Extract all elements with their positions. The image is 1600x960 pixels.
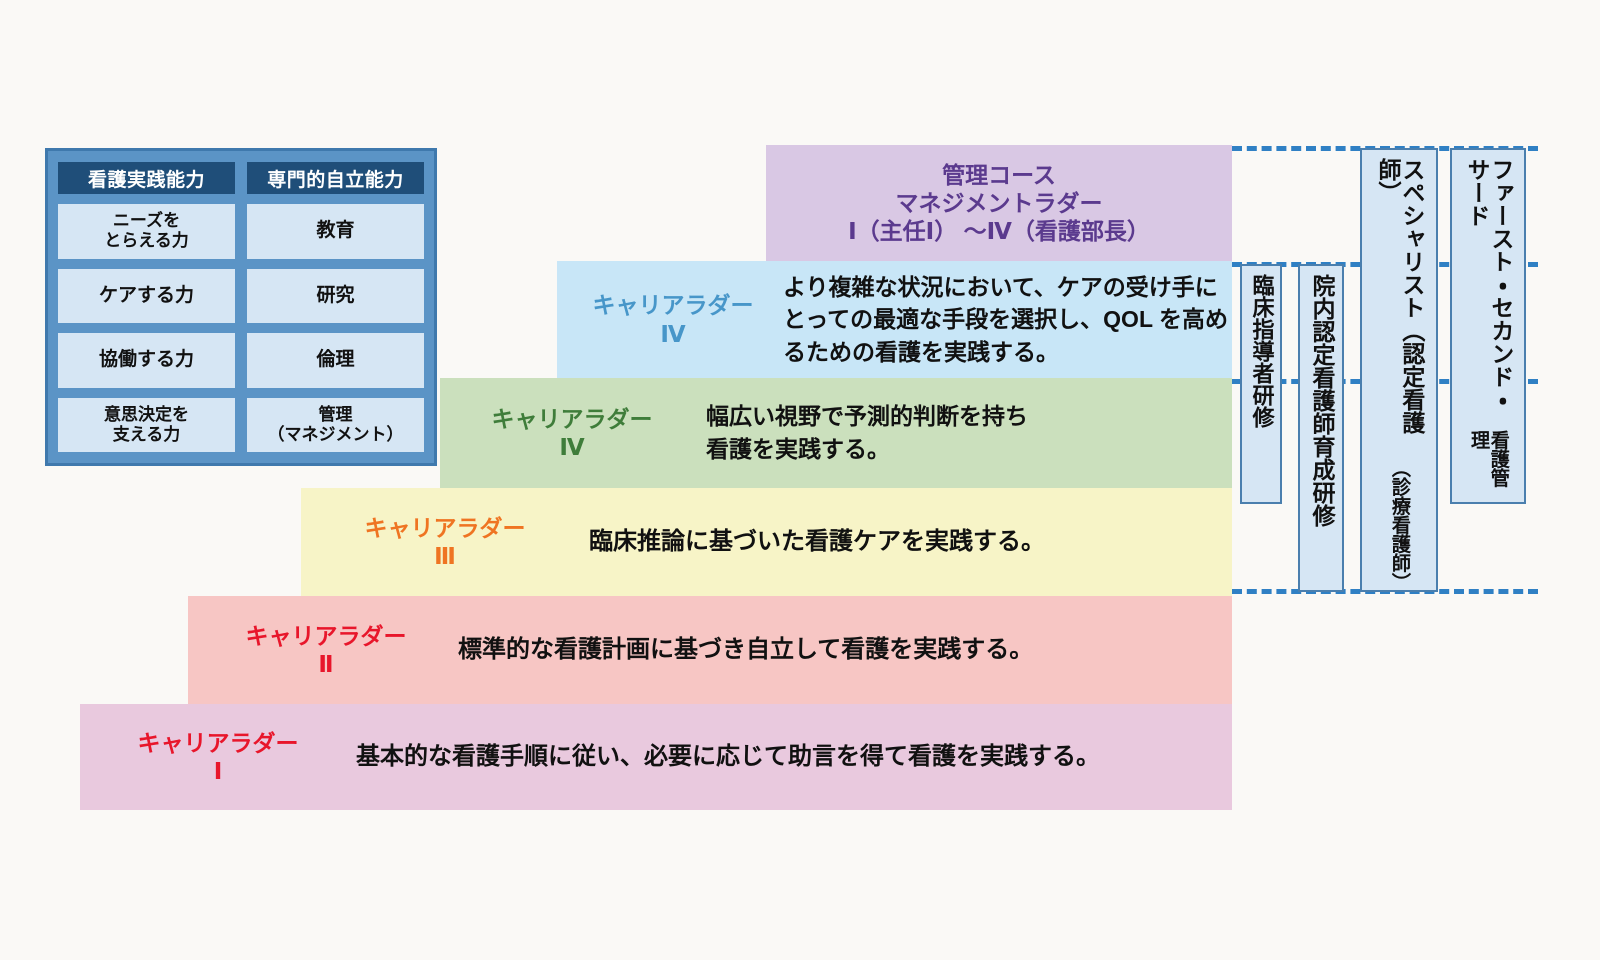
career-ladder-numeral: Ⅱ bbox=[318, 651, 334, 677]
competency-cell: 倫理 bbox=[247, 333, 424, 388]
career-ladder-step-5: キャリアラダー Ⅳ より複雑な状況において、ケアの受け手にとっての最適な手段を選… bbox=[557, 261, 1232, 378]
career-ladder-step-2: キャリアラダー Ⅱ 標準的な看護計画に基づき自立して看護を実践する。 bbox=[188, 596, 1232, 704]
competency-cell: ケアする力 bbox=[58, 268, 235, 323]
management-course-line1: 管理コース bbox=[942, 161, 1056, 188]
career-ladder-label-5: キャリアラダー Ⅳ bbox=[573, 291, 773, 347]
competency-cell: 教育 bbox=[247, 204, 424, 259]
in-house-certified-nurse-training-label: 院内認定看護師育成研修 bbox=[1308, 274, 1335, 527]
career-ladder-text: キャリアラダー bbox=[491, 405, 653, 432]
nursing-management-label: 看護管理 bbox=[1468, 429, 1509, 487]
management-course-line2: マネジメントラダー bbox=[895, 189, 1103, 216]
nursing-management-box: ファースト・セカンド・サード 看護管理 bbox=[1450, 148, 1526, 504]
career-ladder-label-3: キャリアラダー Ⅲ bbox=[329, 514, 561, 570]
career-ladder-label-2: キャリアラダー Ⅱ bbox=[210, 622, 442, 678]
competency-column-header: 看護実践能力 bbox=[58, 162, 235, 194]
career-ladder-numeral: Ⅰ bbox=[213, 758, 223, 784]
career-ladder-description-1: 基本的な看護手順に従い、必要に応じて助言を得て看護を実践する。 bbox=[356, 742, 1100, 770]
career-ladder-label-4: キャリアラダー Ⅳ bbox=[462, 405, 682, 461]
competency-cell: ニーズをとらえる力 bbox=[58, 204, 235, 259]
specialist-box: スペシャリスト（認定看護師） （診療看護師） bbox=[1360, 148, 1438, 592]
career-ladder-description-5: より複雑な状況において、ケアの受け手にとっての最適な手段を選択し、QOL を高め… bbox=[783, 273, 1228, 365]
management-course-line3: Ⅰ（主任Ⅰ） ～Ⅳ（看護部長） bbox=[848, 218, 1150, 245]
clinical-instructor-training-box: 臨床指導者研修 bbox=[1240, 264, 1282, 504]
specialist-sublabel: （診療看護師） bbox=[1388, 457, 1410, 592]
career-ladder-text: キャリアラダー bbox=[245, 622, 407, 649]
career-ladder-numeral: Ⅲ bbox=[434, 543, 456, 569]
competency-cell: 協働する力 bbox=[58, 333, 235, 388]
competency-panel: 看護実践能力 ニーズをとらえる力 ケアする力 協働する力 意思決定を支える力 専… bbox=[45, 148, 437, 466]
specialist-label: スペシャリスト（認定看護師） bbox=[1375, 158, 1425, 434]
career-ladder-text: キャリアラダー bbox=[137, 729, 299, 756]
management-course-block: 管理コース マネジメントラダー Ⅰ（主任Ⅰ） ～Ⅳ（看護部長） bbox=[766, 145, 1232, 261]
competency-cell: 意思決定を支える力 bbox=[58, 397, 235, 452]
career-ladder-description-2: 標準的な看護計画に基づき自立して看護を実践する。 bbox=[458, 635, 1034, 663]
career-ladder-numeral: Ⅳ bbox=[559, 434, 585, 460]
career-ladder-numeral: Ⅳ bbox=[660, 320, 686, 347]
career-ladder-text: キャリアラダー bbox=[592, 292, 754, 319]
competency-column-professional-autonomy: 専門的自立能力 教育 研究 倫理 管理（マネジメント） bbox=[247, 162, 424, 452]
competency-cell: 管理（マネジメント） bbox=[247, 397, 424, 452]
career-ladder-label-1: キャリアラダー Ⅰ bbox=[102, 729, 334, 785]
competency-cell: 研究 bbox=[247, 268, 424, 323]
nursing-management-course-label: ファースト・セカンド・サード bbox=[1464, 158, 1514, 411]
clinical-instructor-training-label: 臨床指導者研修 bbox=[1249, 274, 1275, 428]
career-ladder-step-1: キャリアラダー Ⅰ 基本的な看護手順に従い、必要に応じて助言を得て看護を実践する… bbox=[80, 704, 1232, 810]
career-ladder-step-4: キャリアラダー Ⅳ 幅広い視野で予測的判断を持ち看護を実践する。 bbox=[440, 378, 1232, 488]
in-house-certified-nurse-training-box: 院内認定看護師育成研修 bbox=[1298, 264, 1344, 592]
career-ladder-description-3: 臨床推論に基づいた看護ケアを実践する。 bbox=[589, 527, 1045, 555]
management-course-title: 管理コース マネジメントラダー Ⅰ（主任Ⅰ） ～Ⅳ（看護部長） bbox=[848, 161, 1150, 245]
competency-column-nursing-practice: 看護実践能力 ニーズをとらえる力 ケアする力 協働する力 意思決定を支える力 bbox=[58, 162, 235, 452]
career-ladder-step-3: キャリアラダー Ⅲ 臨床推論に基づいた看護ケアを実践する。 bbox=[301, 488, 1232, 596]
competency-column-header: 専門的自立能力 bbox=[247, 162, 424, 194]
career-ladder-description-4: 幅広い視野で予測的判断を持ち看護を実践する。 bbox=[706, 403, 1028, 462]
career-ladder-text: キャリアラダー bbox=[364, 514, 526, 541]
